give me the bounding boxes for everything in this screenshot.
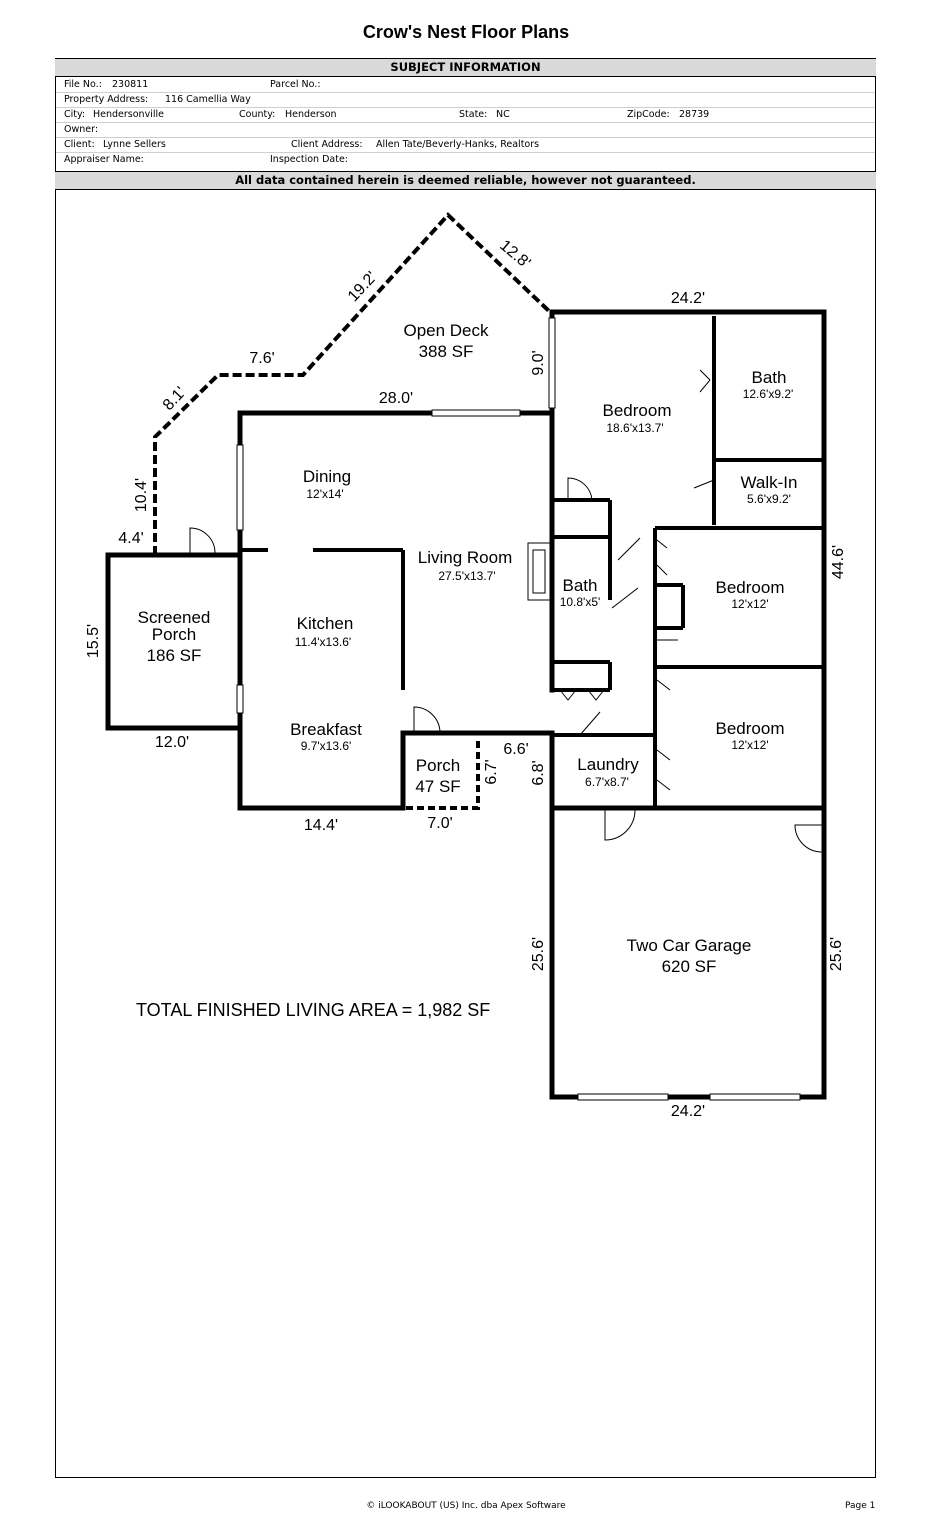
- city-value: Hendersonville: [93, 109, 164, 120]
- county-label: County:: [239, 109, 276, 120]
- info-row-owner: Owner:: [56, 123, 875, 138]
- kitchen-size: 11.4'x13.6': [295, 635, 351, 649]
- file-no-label: File No.:: [64, 79, 102, 90]
- info-row-appraiser: Appraiser Name: Inspection Date:: [56, 153, 875, 168]
- dim-25-6-right: 25.6': [828, 937, 845, 971]
- city-label: City:: [64, 109, 86, 120]
- breakfast-name: Breakfast: [290, 720, 362, 739]
- county-value: Henderson: [285, 109, 337, 120]
- parcel-no-label: Parcel No.:: [270, 79, 321, 90]
- client-value: Lynne Sellers: [103, 139, 166, 150]
- bedroom-3-name: Bedroom: [716, 719, 785, 738]
- state-label: State:: [459, 109, 488, 120]
- appraiser-label: Appraiser Name:: [64, 154, 144, 165]
- walk-in-name: Walk-In: [741, 473, 798, 492]
- dim-28-0: 28.0': [379, 390, 413, 407]
- open-deck-area: 388 SF: [419, 342, 474, 361]
- dimension-labels: 12.8' 19.2' 7.6' 8.1' 10.4' 9.0' 28.0' 2…: [85, 237, 847, 1120]
- bedroom-2-name: Bedroom: [716, 578, 785, 597]
- dim-9-0: 9.0': [530, 350, 547, 375]
- laundry-name: Laundry: [577, 755, 639, 774]
- info-row-file: File No.: 230811 Parcel No.:: [56, 78, 875, 93]
- bedroom-2-size: 12'x12': [731, 597, 768, 611]
- master-bath-size: 12.6'x9.2': [743, 387, 794, 401]
- dim-25-6-left: 25.6': [530, 937, 547, 971]
- door-swings: [189, 369, 823, 853]
- footer-copyright: © iLOOKABOUT (US) Inc. dba Apex Software: [366, 1501, 566, 1511]
- dim-6-7: 6.7': [483, 759, 500, 784]
- property-address-label: Property Address:: [64, 94, 149, 105]
- porch-name: Porch: [416, 756, 460, 775]
- laundry-size: 6.7'x8.7': [585, 775, 629, 789]
- walk-in-size: 5.6'x9.2': [747, 492, 791, 506]
- dim-6-6: 6.6': [503, 741, 528, 758]
- living-room-name: Living Room: [418, 548, 513, 567]
- owner-label: Owner:: [64, 124, 99, 135]
- client-label: Client:: [64, 139, 95, 150]
- dim-6-8: 6.8': [530, 760, 547, 785]
- state-value: NC: [496, 109, 510, 120]
- inspection-date-label: Inspection Date:: [270, 154, 348, 165]
- bedroom-3-size: 12'x12': [731, 738, 768, 752]
- file-no-value: 230811: [112, 79, 149, 90]
- disclaimer-bar: All data contained herein is deemed reli…: [55, 171, 876, 190]
- zip-label: ZipCode:: [627, 109, 670, 120]
- dim-12-8: 12.8': [496, 237, 533, 272]
- dim-15-5: 15.5': [85, 624, 102, 658]
- zip-value: 28739: [679, 109, 710, 120]
- dim-14-4: 14.4': [304, 817, 338, 834]
- info-row-client: Client: Lynne Sellers Client Address: Al…: [56, 138, 875, 153]
- master-bath-name: Bath: [752, 368, 787, 387]
- screened-porch-name-2: Porch: [152, 625, 196, 644]
- kitchen-name: Kitchen: [297, 614, 354, 633]
- porch-area: 47 SF: [415, 777, 460, 796]
- client-address-value: Allen Tate/Beverly-Hanks, Realtors: [376, 139, 540, 150]
- dim-4-4: 4.4': [118, 530, 143, 547]
- screened-porch-area: 186 SF: [147, 646, 202, 665]
- dining-name: Dining: [303, 467, 351, 486]
- screened-porch-name-1: Screened: [138, 608, 211, 627]
- dim-44-6: 44.6': [830, 545, 847, 579]
- subject-information-header: SUBJECT INFORMATION: [55, 58, 876, 77]
- total-living-area: TOTAL FINISHED LIVING AREA = 1,982 SF: [136, 1000, 490, 1020]
- info-row-location: City: Hendersonville County: Henderson S…: [56, 108, 875, 123]
- dim-12-0: 12.0': [155, 734, 189, 751]
- exterior-walls: [105, 309, 827, 1100]
- dim-7-0: 7.0': [427, 815, 452, 832]
- master-bedroom-size: 18.6'x13.7': [606, 421, 663, 435]
- open-deck-name: Open Deck: [403, 321, 489, 340]
- hall-bath-name: Bath: [563, 576, 598, 595]
- info-row-address: Property Address: 116 Camellia Way: [56, 93, 875, 108]
- dim-24-2-bottom: 24.2': [671, 1103, 705, 1120]
- dim-7-6: 7.6': [249, 350, 274, 367]
- deck-outline: [153, 212, 552, 555]
- living-room-size: 27.5'x13.7': [438, 569, 495, 583]
- hall-bath-size: 10.8'x5': [560, 595, 601, 609]
- porch-dashed-walls: [403, 741, 480, 810]
- master-bedroom-name: Bedroom: [603, 401, 672, 420]
- garage-name: Two Car Garage: [627, 936, 752, 955]
- property-address-value: 116 Camellia Way: [165, 94, 251, 105]
- dim-19-2: 19.2': [345, 269, 381, 306]
- client-address-label: Client Address:: [291, 139, 363, 150]
- dining-size: 12'x14': [306, 487, 343, 501]
- garage-area: 620 SF: [662, 957, 717, 976]
- fireplace: [527, 542, 551, 601]
- dim-24-2-top: 24.2': [671, 290, 705, 307]
- interior-walls: [242, 316, 822, 808]
- breakfast-size: 9.7'x13.6': [301, 739, 352, 753]
- windows: [236, 317, 801, 1101]
- room-labels: Open Deck 388 SF Bedroom 18.6'x13.7' Bat…: [138, 321, 798, 976]
- dim-10-4: 10.4': [133, 478, 150, 512]
- page-title: Crow's Nest Floor Plans: [362, 22, 570, 42]
- footer-page-number: Page 1: [845, 1501, 876, 1511]
